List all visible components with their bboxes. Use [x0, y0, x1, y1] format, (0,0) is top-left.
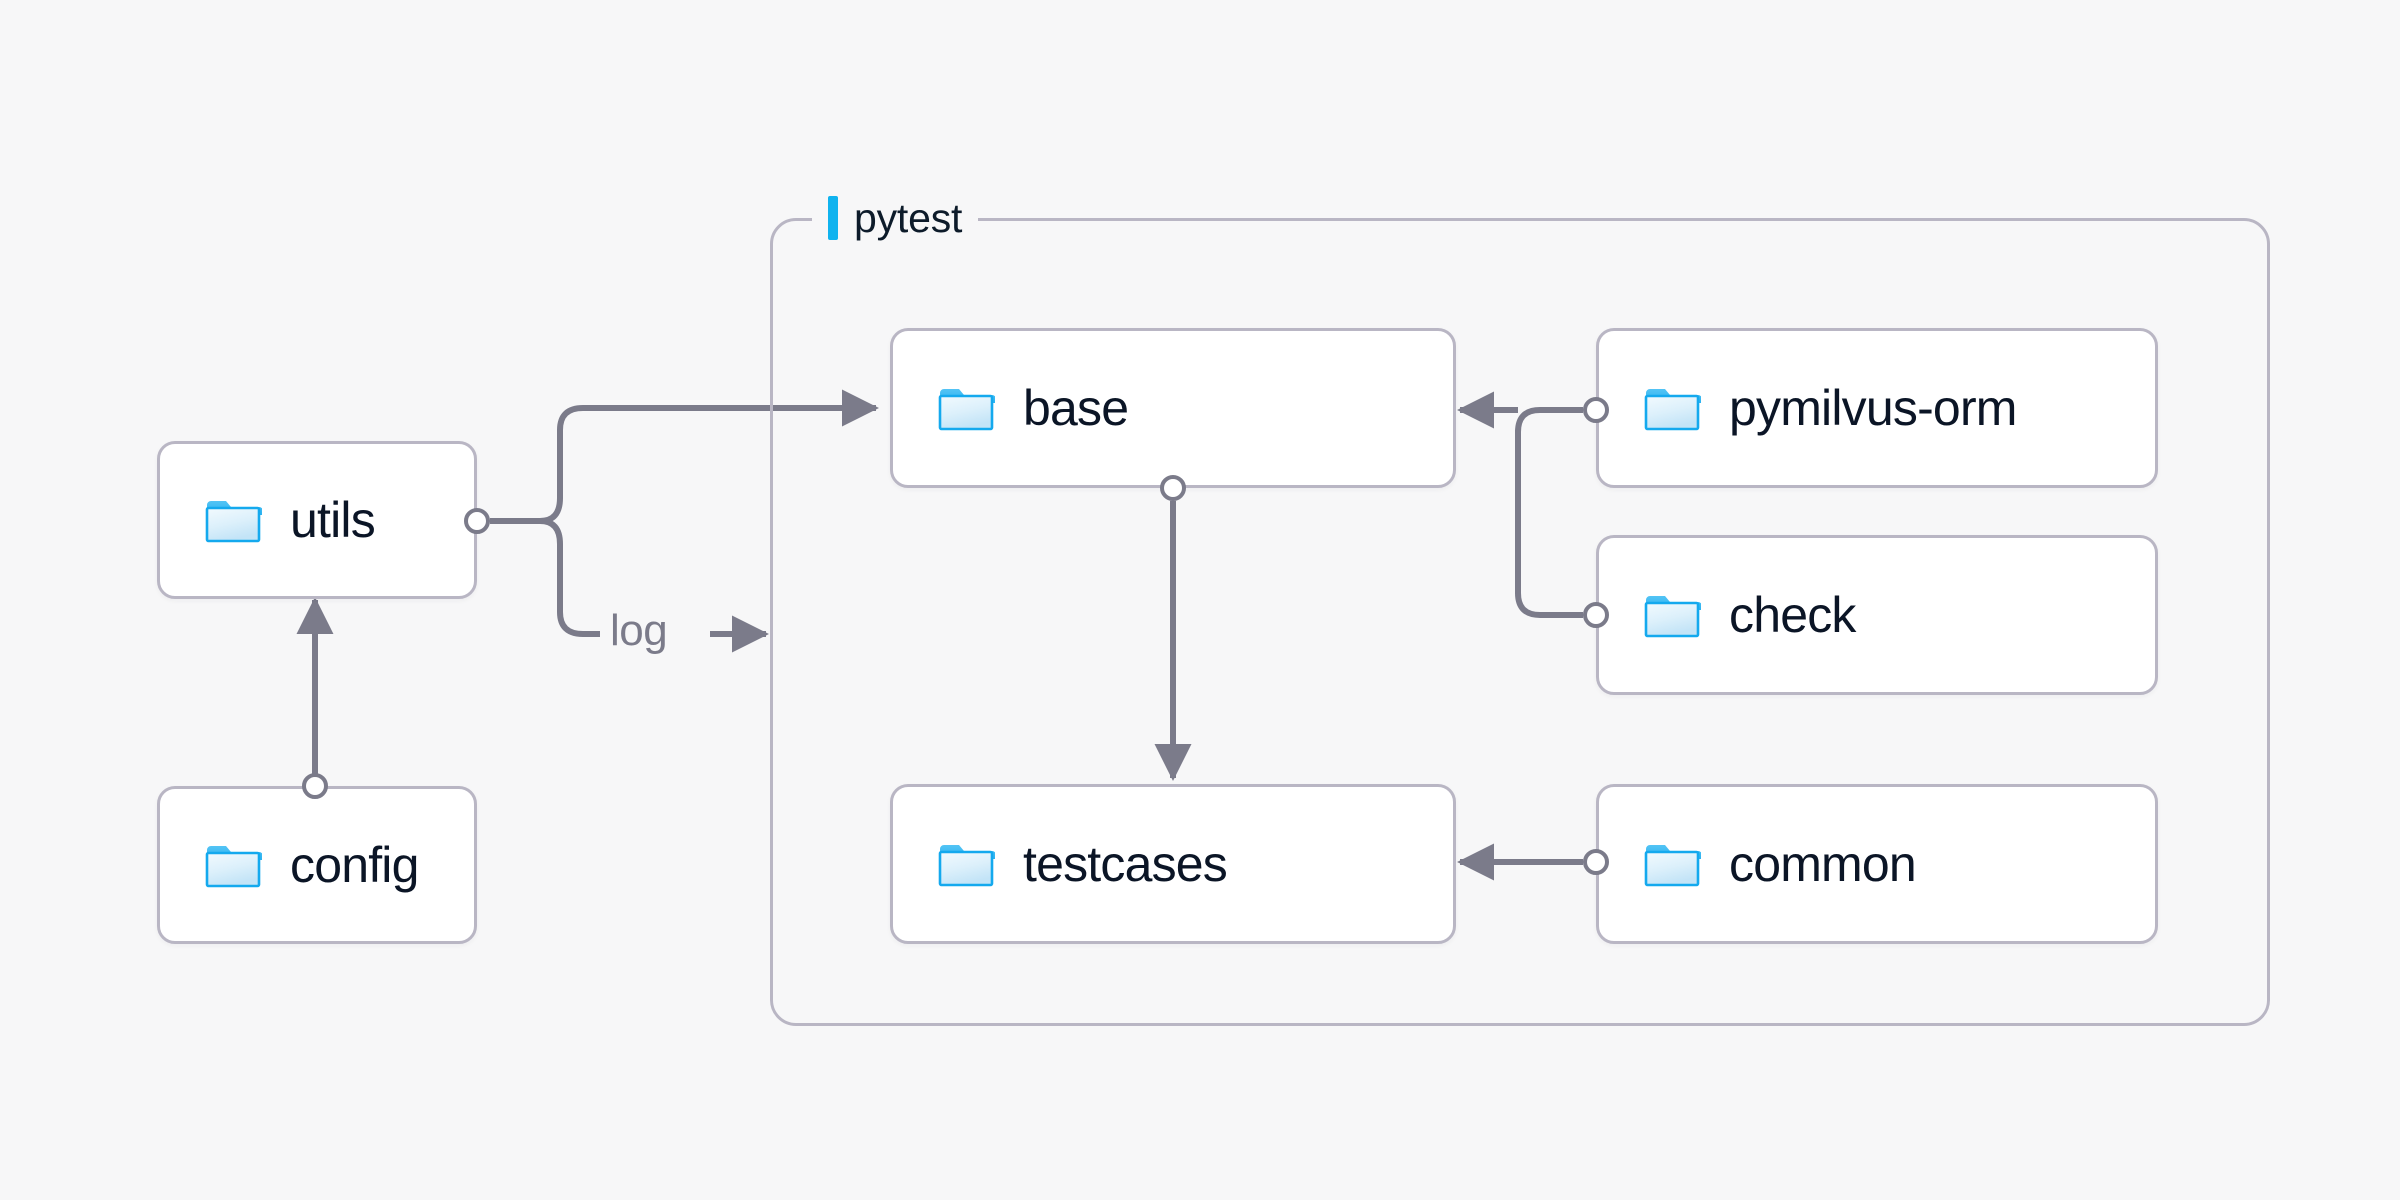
port-config-top[interactable] — [302, 773, 328, 799]
node-pymilvus-orm[interactable]: pymilvus-orm — [1596, 328, 2158, 488]
edge-utils-to-log — [539, 518, 600, 637]
folder-icon — [205, 846, 262, 888]
pytest-group-label: pytest — [812, 189, 979, 247]
node-check[interactable]: check — [1596, 535, 2158, 695]
node-check-label: check — [1729, 587, 1856, 643]
node-testcases-content: testcases — [893, 835, 1228, 893]
folder-icon — [1644, 389, 1701, 431]
port-pymilvus-orm-left[interactable] — [1583, 397, 1609, 423]
node-testcases-label: testcases — [1023, 836, 1228, 892]
node-config[interactable]: config — [157, 786, 477, 944]
node-base[interactable]: base — [890, 328, 1456, 488]
folder-icon — [1644, 845, 1701, 887]
node-check-content: check — [1599, 586, 1856, 644]
node-common-label: common — [1729, 836, 1917, 892]
edge-label-log: log — [600, 606, 678, 656]
node-utils-content: utils — [160, 491, 376, 549]
pytest-group-container — [770, 218, 2270, 1026]
node-config-label: config — [290, 837, 419, 893]
node-base-label: base — [1023, 380, 1129, 436]
node-testcases[interactable]: testcases — [890, 784, 1456, 944]
folder-icon — [938, 389, 995, 431]
port-utils-right[interactable] — [464, 508, 490, 534]
node-pymilvus-orm-content: pymilvus-orm — [1599, 379, 2017, 437]
node-utils-label: utils — [290, 492, 376, 548]
node-common-content: common — [1599, 835, 1917, 893]
folder-icon — [205, 501, 262, 543]
node-pymilvus-orm-label: pymilvus-orm — [1729, 380, 2017, 436]
node-config-content: config — [160, 836, 419, 894]
group-label-text: pytest — [854, 194, 963, 241]
port-check-left[interactable] — [1583, 602, 1609, 628]
folder-icon — [1644, 596, 1701, 638]
node-base-content: base — [893, 379, 1129, 437]
port-common-left[interactable] — [1583, 849, 1609, 875]
folder-icon — [938, 845, 995, 887]
node-utils[interactable]: utils — [157, 441, 477, 599]
port-base-bottom[interactable] — [1160, 475, 1186, 501]
node-common[interactable]: common — [1596, 784, 2158, 944]
group-accent-bar — [828, 196, 838, 240]
